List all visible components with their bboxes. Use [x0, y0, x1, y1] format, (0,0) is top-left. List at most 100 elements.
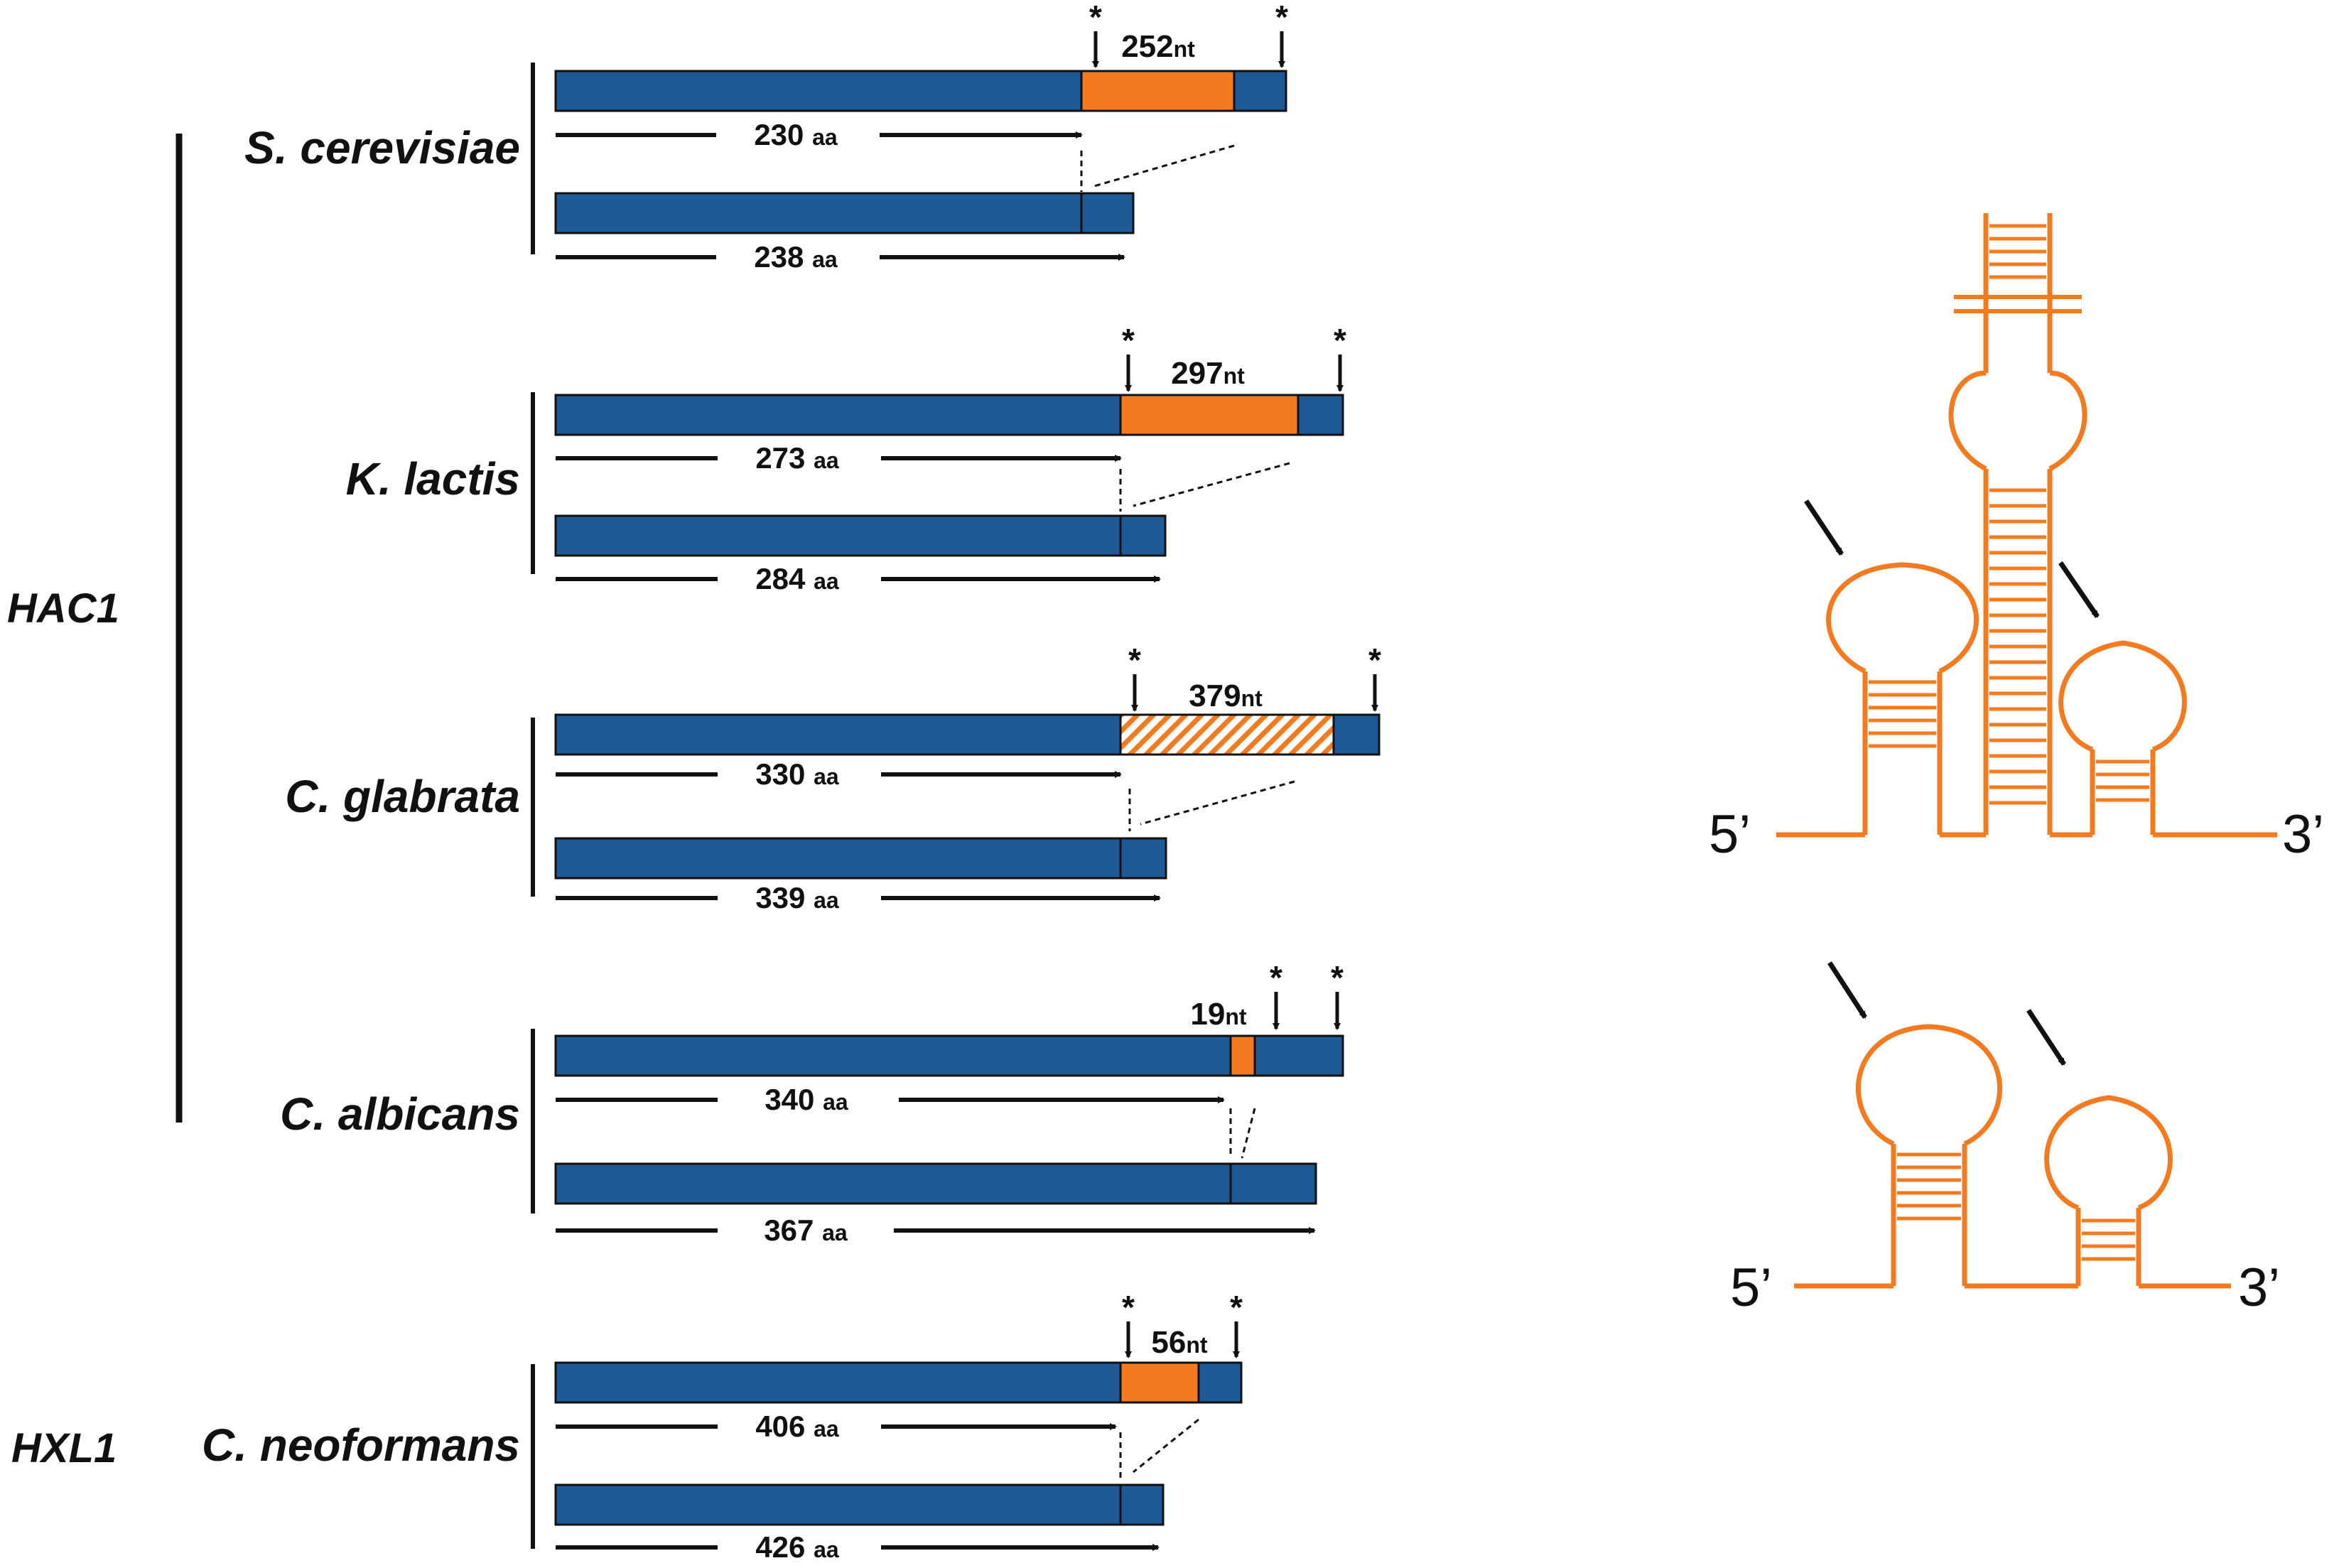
stop-star: *	[1122, 322, 1135, 359]
unspliced-orf-arrow: 406 aa	[556, 1410, 1117, 1443]
spliced-exon-2	[1229, 1162, 1317, 1205]
spliced-aa-label: 426 aa	[755, 1530, 839, 1564]
intron-length-label: 252nt	[1121, 29, 1195, 64]
stop-codon-marker-1: *	[1128, 642, 1141, 712]
cleavage-arrows-bottom	[1827, 961, 2066, 1066]
spliced-exon-1	[554, 1162, 1232, 1205]
unspliced-exon-1	[554, 1034, 1232, 1077]
stem-loop-left	[1826, 562, 1979, 835]
stop-star: *	[1128, 642, 1141, 678]
unspliced-aa-label: 406 aa	[755, 1410, 839, 1443]
spliced-aa-label: 238 aa	[754, 240, 838, 274]
species-row-c-neoformans: C. neoformans * * 56nt 406 aa 426 aa	[202, 1289, 1243, 1564]
spliced-orf-arrow: 367 aa	[556, 1213, 1316, 1247]
spliced-orf-arrow: 238 aa	[556, 240, 1125, 274]
stop-codon-marker-1: *	[1270, 959, 1282, 1030]
species-row-c-albicans: C. albicans * * 19nt 340 aa 367 aa	[280, 959, 1344, 1247]
unspliced-exon-2	[1332, 713, 1381, 756]
unspliced-exon-2	[1233, 70, 1287, 112]
unspliced-orf-arrow: 273 aa	[556, 441, 1122, 475]
rna-structure-two-stem-loops	[1794, 1024, 2231, 1289]
species-name: C. neoformans	[202, 1420, 520, 1471]
unspliced-exon-2	[1197, 1361, 1243, 1404]
spliced-exon-2	[1080, 192, 1135, 234]
intron	[1080, 70, 1236, 112]
stop-codon-marker-2: *	[1368, 642, 1381, 712]
five-prime-label-bottom: 5’	[1730, 1258, 1772, 1318]
cleavage-arrow	[2058, 561, 2100, 618]
spliced-orf-arrow: 426 aa	[556, 1530, 1160, 1564]
unspliced-exon-2	[1253, 1034, 1344, 1077]
stop-star: *	[1230, 1289, 1243, 1326]
hxl1-group-label: HXL1	[11, 1425, 117, 1471]
intron-length-label: 56nt	[1151, 1325, 1208, 1360]
unspliced-exon-2	[1297, 394, 1344, 436]
stop-codon-marker-2: *	[1275, 0, 1288, 68]
intron-length-label: 297nt	[1171, 356, 1245, 391]
stop-star: *	[1368, 642, 1381, 678]
intron	[1229, 1034, 1256, 1077]
stop-star: *	[1275, 0, 1288, 36]
spliced-orf-arrow: 284 aa	[556, 562, 1161, 595]
spliced-exon-1	[554, 192, 1083, 234]
stop-codon-marker-1: *	[1122, 1289, 1135, 1358]
unspliced-exon-1	[554, 394, 1122, 436]
splice-junction-lines	[1080, 144, 1235, 192]
stop-star: *	[1334, 322, 1346, 359]
spliced-aa-label: 339 aa	[755, 881, 839, 914]
cleavage-arrows-top	[1804, 499, 2100, 618]
spliced-exon-2	[1119, 837, 1167, 880]
stop-star: *	[1089, 0, 1102, 36]
species-row-k-lactis: K. lactis * * 297nt 273 aa 284 aa	[346, 322, 1346, 595]
stem-loop-left	[1855, 1024, 2003, 1286]
unspliced-aa-label: 340 aa	[765, 1083, 848, 1116]
intron	[1119, 394, 1300, 436]
intron-length-label: 379nt	[1189, 678, 1263, 713]
species-name: C. albicans	[280, 1088, 520, 1140]
stop-star: *	[1331, 959, 1344, 996]
stem-loop-central	[1948, 213, 2087, 835]
splice-junction-lines	[1128, 780, 1295, 831]
cleavage-arrow	[1804, 499, 1844, 556]
three-prime-label-bottom: 3’	[2238, 1258, 2280, 1318]
unspliced-aa-label: 273 aa	[755, 441, 839, 475]
intron-hatched	[1119, 713, 1335, 756]
unspliced-orf-arrow: 330 aa	[556, 757, 1122, 791]
unspliced-exon-1	[554, 1361, 1122, 1404]
spliced-exon-2	[1119, 514, 1167, 557]
stop-codon-marker-2: *	[1334, 322, 1346, 392]
cleavage-arrow	[1827, 961, 1867, 1019]
spliced-exon-1	[554, 1483, 1122, 1526]
hac1-group-label: HAC1	[7, 585, 119, 632]
unspliced-orf-arrow: 230 aa	[556, 118, 1083, 151]
stop-star: *	[1122, 1289, 1135, 1326]
cleavage-arrow	[2026, 1009, 2066, 1066]
species-row-s-cerevisiae: S. cerevisiae * * 252nt 230 aa 238 aa	[244, 0, 1288, 274]
spliced-exon-1	[554, 514, 1122, 557]
species-name: C. glabrata	[285, 771, 520, 822]
splice-junction-lines	[1229, 1108, 1256, 1159]
spliced-exon-2	[1119, 1483, 1165, 1526]
unspliced-exon-1	[554, 713, 1122, 756]
stop-codon-marker-1: *	[1122, 322, 1135, 392]
unspliced-exon-1	[554, 70, 1083, 112]
spliced-aa-label: 367 aa	[764, 1213, 848, 1247]
five-prime-label-top: 5’	[1709, 804, 1751, 865]
unspliced-aa-label: 230 aa	[754, 118, 838, 151]
spliced-orf-arrow: 339 aa	[556, 881, 1161, 914]
splice-junction-lines	[1119, 1418, 1199, 1478]
species-name: S. cerevisiae	[244, 122, 520, 173]
spliced-exon-1	[554, 837, 1122, 880]
intron	[1119, 1361, 1200, 1404]
three-prime-label-top: 3’	[2282, 804, 2324, 865]
stop-codon-marker-2: *	[1230, 1289, 1243, 1358]
stop-codon-marker-2: *	[1331, 959, 1344, 1030]
rna-structure-three-stem-loops	[1776, 213, 2277, 838]
splice-junction-lines	[1119, 462, 1290, 512]
species-name: K. lactis	[346, 453, 520, 504]
stem-loop-right	[2058, 640, 2187, 835]
intron-length-label: 19nt	[1190, 997, 1247, 1032]
species-row-c-glabrata: C. glabrata * * 379nt 330 aa 339 aa	[285, 642, 1381, 914]
